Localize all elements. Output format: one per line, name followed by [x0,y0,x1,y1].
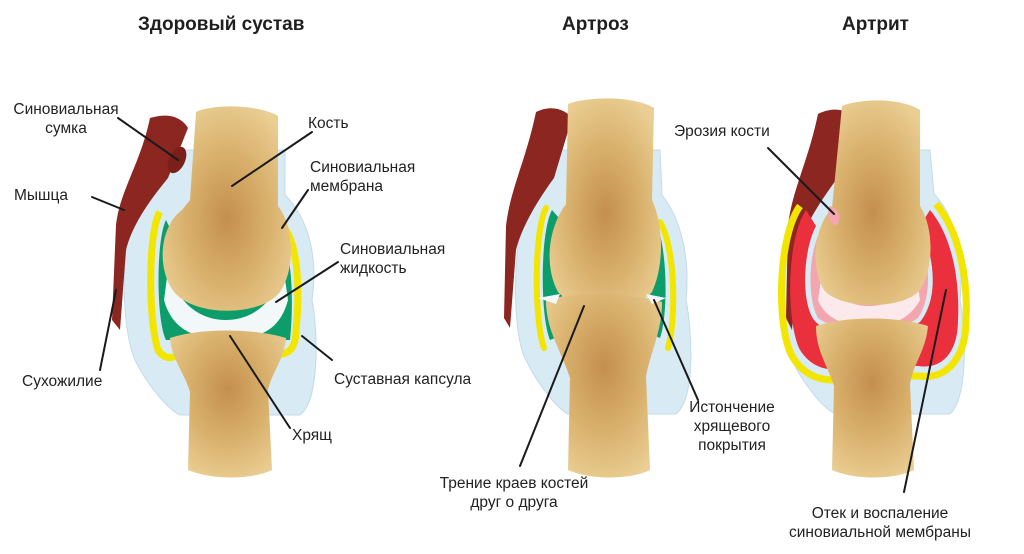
label-bone-friction-line1: Трение краев костей [439,475,589,492]
leader-thinning [653,299,699,401]
leader-erosion [767,147,835,215]
arthrosis-title: Артроз [562,14,629,35]
label-bone-erosion: Эрозия кости [674,123,770,140]
healthy-cartilage [164,270,288,339]
arthrosis-cartilage-fragment-left [538,294,560,304]
leader-tendon [99,289,117,371]
label-cartilage-thinning: Истончение хрящевого покрытия [664,398,800,455]
leader-capsule [301,335,333,361]
leader-friction [519,305,585,467]
label-tendon: Сухожилие [22,373,103,390]
arthrosis-joint-illustration [504,98,692,478]
leader-swelling [903,289,947,493]
healthy-lower-bone [170,330,286,478]
label-cartilage-thinning-line3: покрытия [698,437,766,454]
arthritis-cartilage [818,272,920,326]
arthrosis-upper-bone [549,98,661,307]
label-synovial-membrane-line1: Синовиальная [310,159,416,176]
leader-fluid [275,261,339,303]
leader-muscle [91,196,125,211]
leader-lines [91,117,947,493]
healthy-upper-bone [162,106,292,311]
label-bone: Кость [308,115,349,132]
label-membrane-swelling: Отек и воспаление синовиальной мембраны [766,504,994,542]
arthritis-upper-bone [815,100,931,305]
label-synovial-bursa-line1: Синовиальная [13,101,119,118]
label-muscle: Мышца [14,187,68,204]
arthritis-lower-bone [816,318,928,478]
label-synovial-membrane-line2: мембрана [310,178,384,195]
arthrosis-cartilage-fragment-right [646,294,666,304]
label-synovial-fluid-line1: Синовиальная [340,241,446,258]
label-cartilage-thinning-line2: хрящевого [693,418,771,435]
label-synovial-fluid: Синовиальная жидкость [340,240,445,278]
label-membrane-swelling-line2: синовиальной мембраны [789,524,971,541]
label-synovial-membrane: Синовиальная мембрана [310,158,415,196]
label-membrane-swelling-line1: Отек и воспаление [811,505,949,522]
label-joint-capsule: Суставная капсула [334,371,472,388]
healthy-title: Здоровый сустав [138,14,305,35]
leader-bone [231,131,313,187]
arthritis-joint-illustration [778,100,970,478]
label-cartilage-thinning-line1: Истончение [689,399,775,416]
arthrosis-muscle [504,108,572,328]
label-cartilage: Хрящ [292,427,332,444]
label-bone-friction: Трение краев костей друг о друга [414,474,614,512]
label-bone-friction-line2: друг о друга [470,494,558,511]
arthritis-title: Артрит [842,14,909,35]
leader-cartilage [229,335,291,429]
leader-bursa [117,117,179,161]
label-synovial-bursa: Синовиальная сумка [0,100,132,138]
arthrosis-lower-bone [546,294,662,478]
leader-membrane [281,189,309,229]
label-synovial-fluid-line2: жидкость [340,260,407,277]
healthy-joint-illustration [112,106,317,478]
label-synovial-bursa-line2: сумка [45,120,87,137]
